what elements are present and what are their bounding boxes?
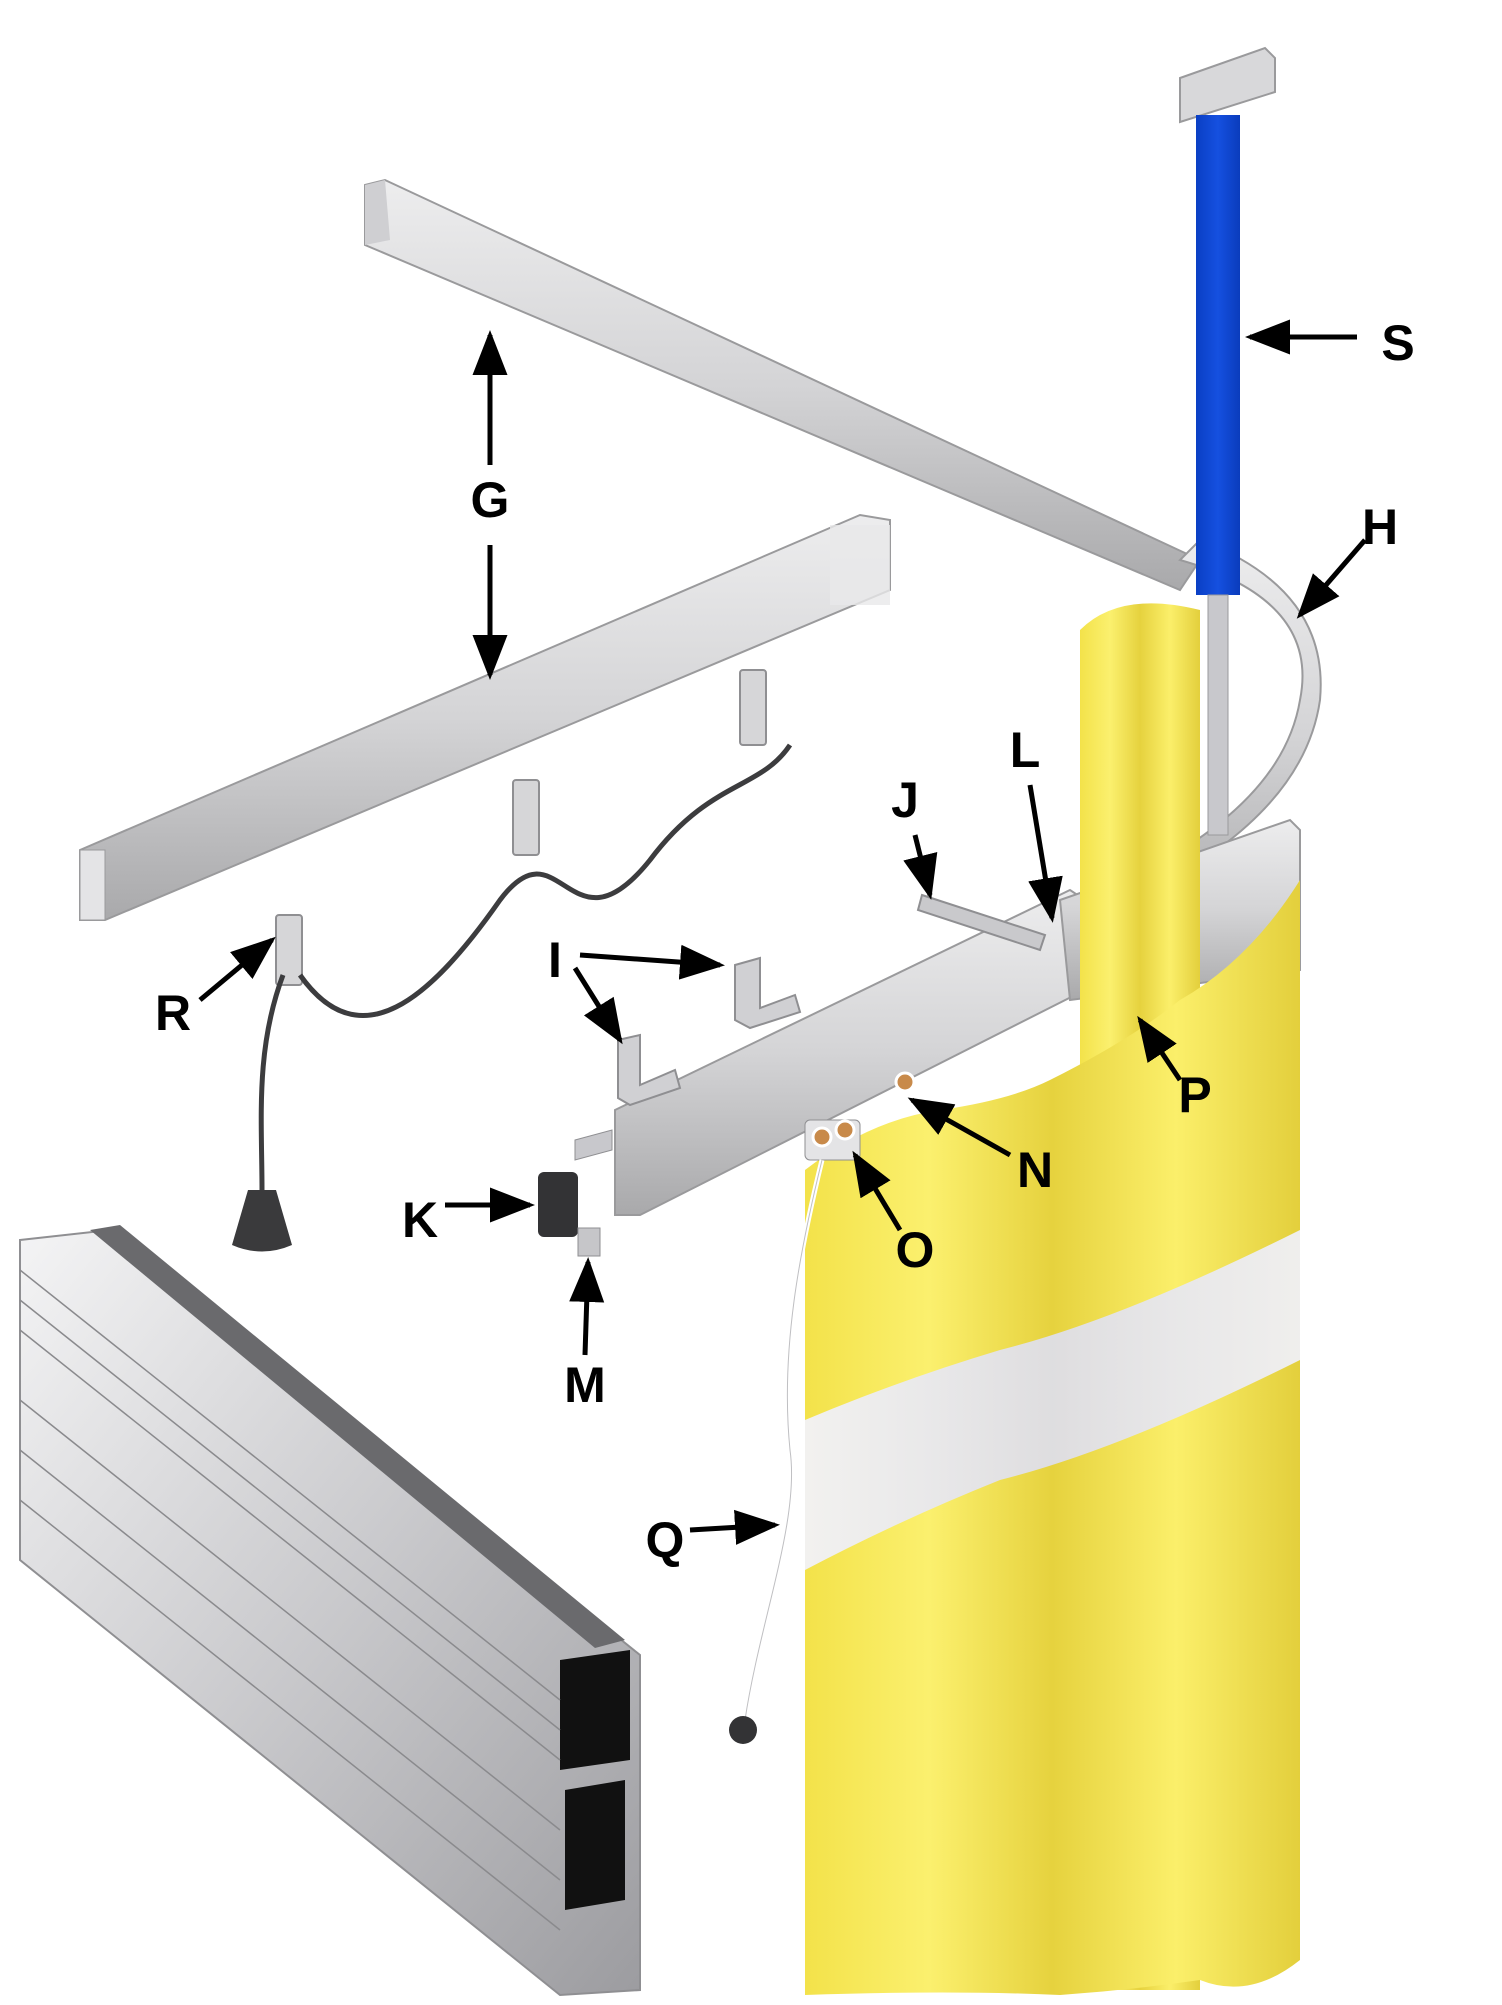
upper-straight-track: [364, 178, 1202, 592]
callout-i: I: [548, 932, 562, 988]
callout-j: J: [891, 772, 919, 828]
lower-straight-track: [79, 513, 891, 921]
callout-l: L: [1009, 722, 1041, 778]
callout-k: K: [401, 1192, 439, 1248]
l-brackets: [617, 956, 802, 1107]
suspension-cable: [297, 743, 793, 1019]
end-stop-cap: [538, 1172, 578, 1237]
callout-n: N: [1016, 1142, 1054, 1198]
ceiling-support-rod: [1179, 46, 1276, 836]
runners: [804, 1071, 916, 1161]
callout-g: G: [470, 472, 510, 528]
pendant-cord: [258, 974, 286, 1191]
callout-q: Q: [645, 1512, 685, 1568]
callout-r: R: [154, 985, 192, 1041]
callout-p: P: [1178, 1067, 1212, 1123]
callout-m: M: [564, 1357, 606, 1413]
wand-weight: [729, 1716, 757, 1744]
callout-s: S: [1381, 315, 1415, 371]
cable-hangers: [275, 669, 767, 986]
joiner-plate: [916, 893, 1047, 952]
end-stop-screw: [577, 1227, 601, 1257]
pendant-weight: [232, 1190, 292, 1252]
track-profile-inset: [19, 1225, 641, 1997]
callout-h: H: [1361, 499, 1399, 555]
callout-o: O: [895, 1222, 935, 1278]
privacy-curtain: [805, 603, 1300, 1995]
callout-arrows: [198, 319, 1367, 1545]
